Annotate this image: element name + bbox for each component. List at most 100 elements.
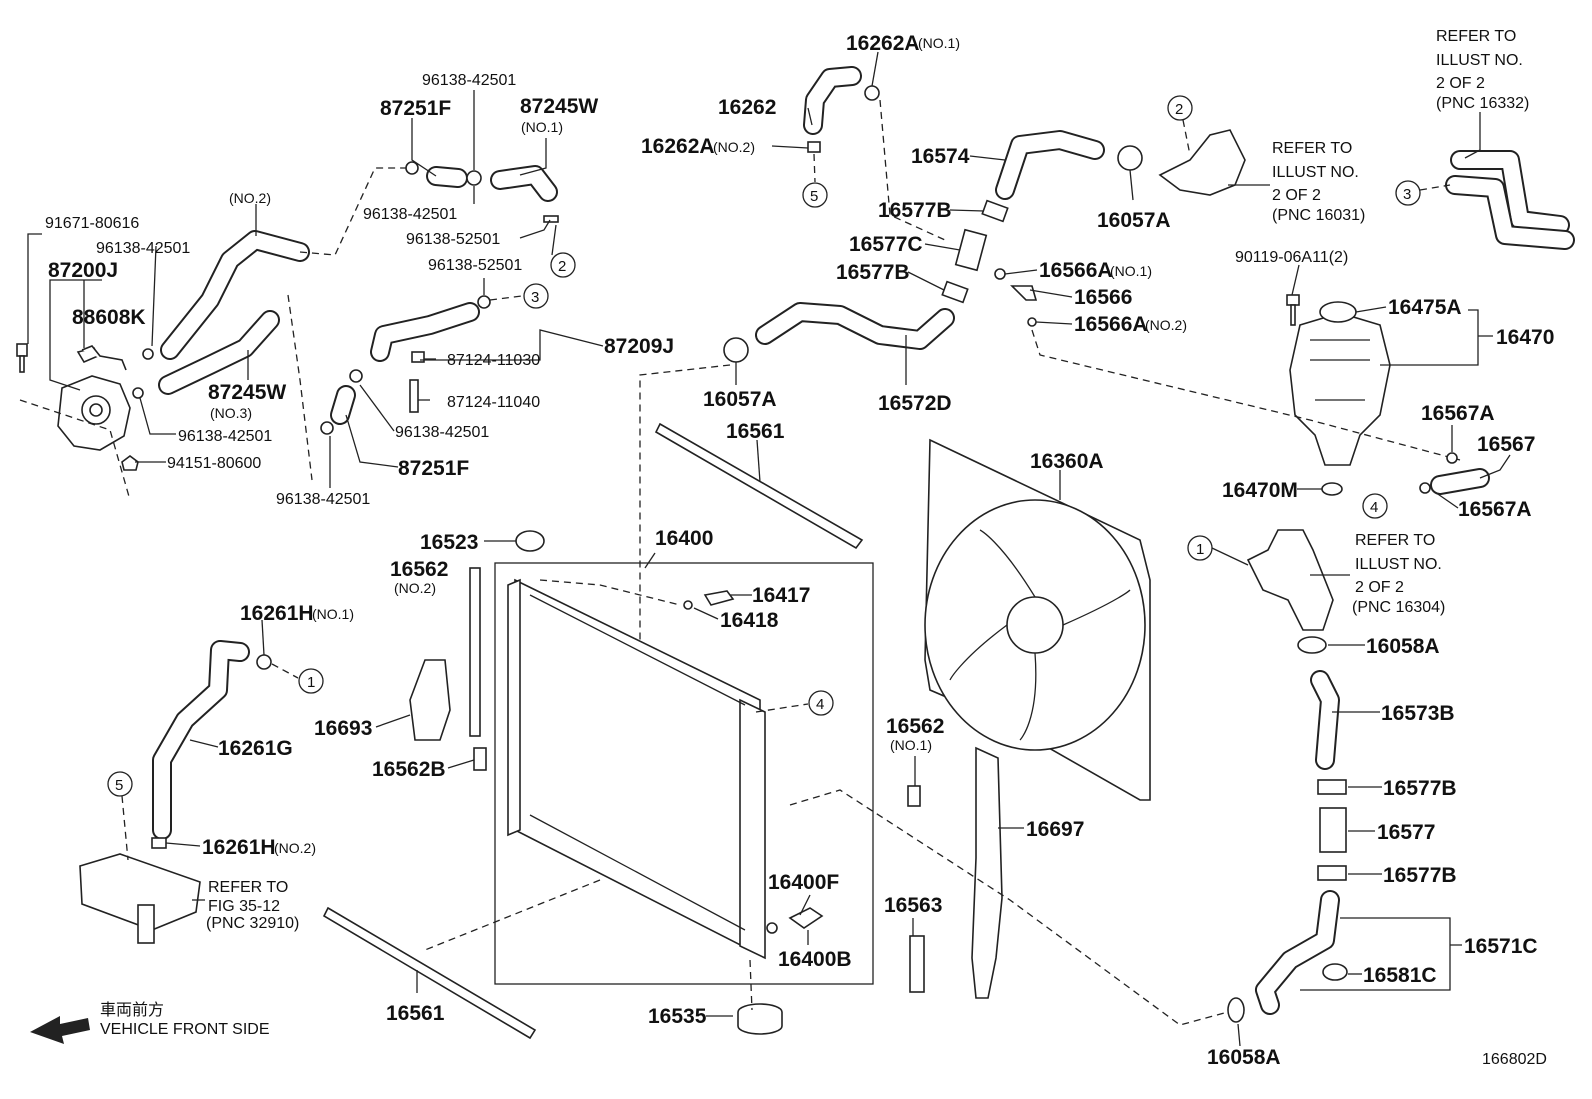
bolt-90119[interactable] (1286, 294, 1300, 326)
clip-16261h-no2[interactable] (151, 837, 167, 849)
sensor-16400b[interactable] (788, 907, 824, 929)
clip-96138-d[interactable] (349, 369, 363, 383)
clamp-16577b-mid[interactable] (941, 280, 969, 304)
clip-16262a-no1[interactable] (864, 85, 880, 101)
note-16562-no1: (NO.1) (890, 737, 932, 753)
nut-94151[interactable] (121, 455, 139, 471)
pipe-16577c[interactable] (954, 228, 988, 272)
label-16418: 16418 (720, 609, 779, 632)
bracket-16566[interactable] (1010, 285, 1038, 301)
seal-16562-no1[interactable] (907, 785, 921, 807)
label-16400f: 16400F (768, 871, 839, 894)
label-16400: 16400 (655, 527, 713, 550)
refer-block-16031: REFER TO ILLUST NO. 2 OF 2 (PNC 16031) (1272, 140, 1365, 224)
fan-shroud-16360a[interactable] (924, 438, 1151, 801)
label-96138-c: 96138-42501 (363, 206, 457, 223)
seal-16561-bottom[interactable] (322, 906, 537, 1040)
clip-16566a-no2[interactable] (1027, 317, 1037, 327)
clamp-16577b-top[interactable] (981, 199, 1009, 223)
ref-circle-2-left: 2 (550, 252, 576, 278)
svg-text:2 OF 2: 2 OF 2 (1355, 579, 1404, 596)
label-16566a-no2: 16566A (1074, 313, 1148, 336)
label-16566a-no1: 16566A (1039, 259, 1113, 282)
sensor-87124-11030[interactable] (411, 351, 425, 363)
reservoir-tank-16470[interactable] (1289, 312, 1391, 466)
bracket-16693[interactable] (409, 659, 451, 741)
label-96138-d: 96138-42501 (395, 424, 489, 441)
egr-cooler-32910[interactable] (79, 853, 201, 944)
water-pump-assembly-87200j[interactable] (57, 347, 131, 451)
cushion-16470m[interactable] (1321, 482, 1343, 496)
clamp-16058a-bottom[interactable] (1227, 997, 1245, 1023)
seal-16563[interactable] (909, 935, 925, 993)
reservoir-cap-16475a[interactable] (1319, 301, 1357, 323)
clip-16567a-bottom[interactable] (1419, 482, 1431, 494)
seal-16561-top[interactable] (654, 422, 864, 550)
water-outlet-16031[interactable] (1158, 129, 1246, 196)
label-87209j: 87209J (604, 335, 674, 358)
label-16562-no1: 16562 (886, 715, 944, 738)
svg-text:5: 5 (115, 777, 123, 794)
svg-text:REFER TO: REFER TO (1436, 28, 1516, 45)
seal-16562-no2[interactable] (469, 567, 481, 737)
clip-16261h-no1[interactable] (256, 654, 272, 670)
label-16697: 16697 (1026, 818, 1084, 841)
label-16563: 16563 (884, 894, 942, 917)
clip-16262a-no2[interactable] (807, 141, 821, 153)
diagram-code: 166802D (1482, 1051, 1547, 1068)
pipe-16577[interactable] (1319, 807, 1347, 853)
label-16581c: 16581C (1363, 964, 1437, 987)
clip-96138-52501-a[interactable] (543, 215, 559, 223)
note-87245w-no1: (NO.1) (521, 119, 563, 135)
label-16573b: 16573B (1381, 702, 1455, 725)
clip-96138-e[interactable] (320, 421, 334, 435)
vehicle-front-arrow-icon (30, 1016, 90, 1044)
label-16475a: 16475A (1388, 296, 1462, 319)
label-96138-e: 96138-42501 (276, 491, 370, 508)
svg-text:1: 1 (1196, 541, 1204, 558)
svg-text:ILLUST NO.: ILLUST NO. (1436, 52, 1523, 69)
label-16574: 16574 (911, 145, 970, 168)
svg-text:ILLUST NO.: ILLUST NO. (1272, 164, 1359, 181)
bolt-91671[interactable] (16, 343, 28, 373)
clip-96138-top[interactable] (466, 170, 482, 186)
clip-16566a-no1[interactable] (994, 268, 1006, 280)
clip-96138-52501-b[interactable] (477, 295, 491, 309)
label-16566: 16566 (1074, 286, 1132, 309)
label-87251f-top: 87251F (380, 97, 451, 120)
label-16400b: 16400B (778, 948, 852, 971)
drain-16417[interactable] (703, 590, 735, 606)
o-ring-16400f[interactable] (766, 922, 778, 934)
seal-16697[interactable] (971, 746, 1003, 999)
label-87251f-bottom: 87251F (398, 457, 469, 480)
radiator-16400[interactable] (507, 578, 766, 960)
cushion-16535[interactable] (737, 1003, 783, 1035)
clip-96138-b[interactable] (132, 387, 144, 399)
clamp-16057a-top[interactable] (1117, 145, 1143, 171)
label-16567: 16567 (1477, 433, 1535, 456)
sensor-87124-11040[interactable] (409, 379, 419, 413)
clip-96138-top-left[interactable] (405, 161, 419, 175)
clip-16567a-top[interactable] (1446, 452, 1458, 464)
water-inlet-16304[interactable] (1246, 529, 1334, 631)
o-ring-16418[interactable] (683, 600, 693, 610)
connector-88608k[interactable] (81, 345, 127, 371)
ref-circle-4-radiator: 4 (808, 690, 834, 716)
label-87245w-no3: 87245W (208, 381, 286, 404)
note-16566a-no1: (NO.1) (1110, 263, 1152, 279)
cushion-16523[interactable] (515, 530, 545, 552)
label-94151: 94151-80600 (167, 455, 261, 472)
cushion-16562b[interactable] (473, 747, 487, 771)
ref-circle-2-right: 2 (1167, 95, 1193, 121)
label-88608k: 88608K (72, 306, 146, 329)
clamp-16058a-top[interactable] (1297, 636, 1327, 654)
ref-circle-1-left: 1 (298, 668, 324, 694)
clamp-16057a-mid[interactable] (723, 337, 749, 363)
ref-circle-4-right: 4 (1362, 493, 1388, 519)
clamp-16577b-r1[interactable] (1317, 779, 1347, 795)
clip-96138-a[interactable] (142, 348, 154, 360)
label-16693: 16693 (314, 717, 372, 740)
svg-text:REFER TO: REFER TO (208, 879, 288, 896)
clamp-16577b-r2[interactable] (1317, 865, 1347, 881)
clamp-16581c[interactable] (1322, 963, 1348, 981)
